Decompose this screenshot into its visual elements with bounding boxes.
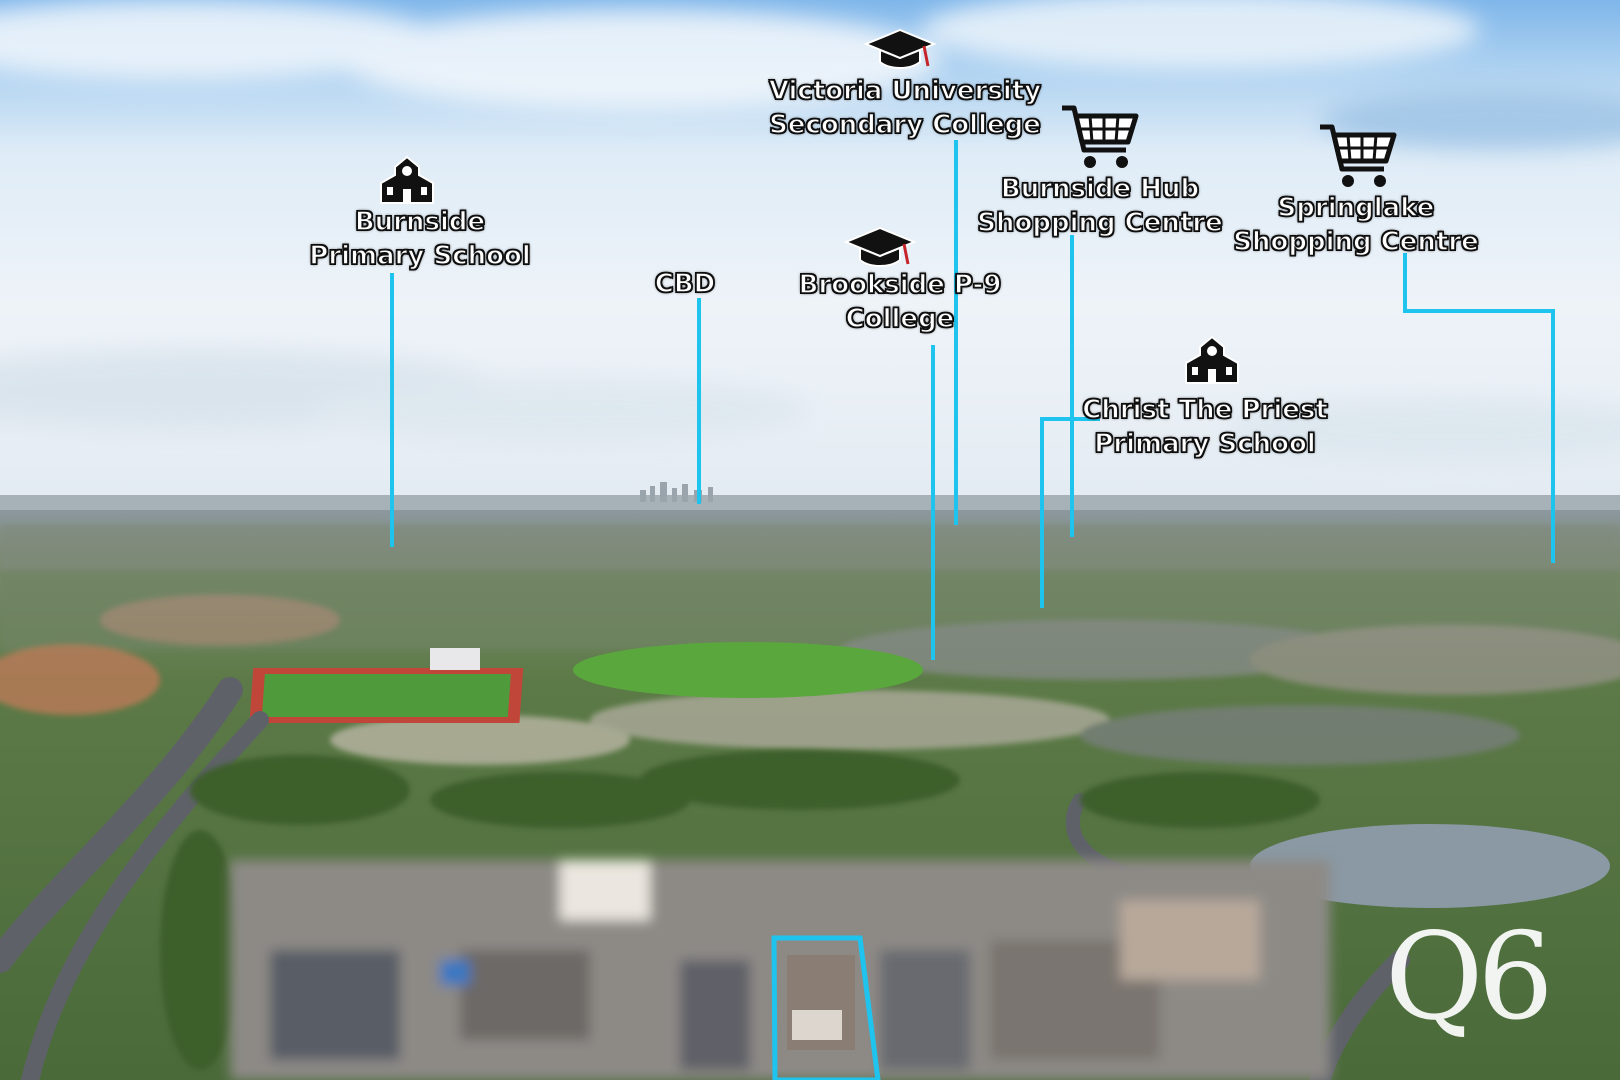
tree-canopy — [160, 750, 1320, 1070]
graduation-cap-icon — [864, 28, 936, 69]
label-cbd: CBD — [654, 268, 716, 300]
lake — [1250, 824, 1610, 908]
subject-property — [771, 935, 881, 1080]
school-building-icon — [1185, 335, 1239, 384]
q6-watermark-logo: Q6 — [1385, 908, 1554, 1047]
suburb-texture — [0, 525, 1620, 765]
clouds — [0, 0, 1620, 460]
blurred-foreground-houses — [230, 860, 1330, 1080]
shopping-cart-icon — [1320, 124, 1397, 187]
graduation-cap-icon — [844, 226, 916, 267]
sports-fields — [249, 642, 923, 723]
school-building-icon — [380, 155, 434, 204]
shopping-cart-icon — [1062, 105, 1139, 168]
leader-lines — [390, 140, 1555, 660]
